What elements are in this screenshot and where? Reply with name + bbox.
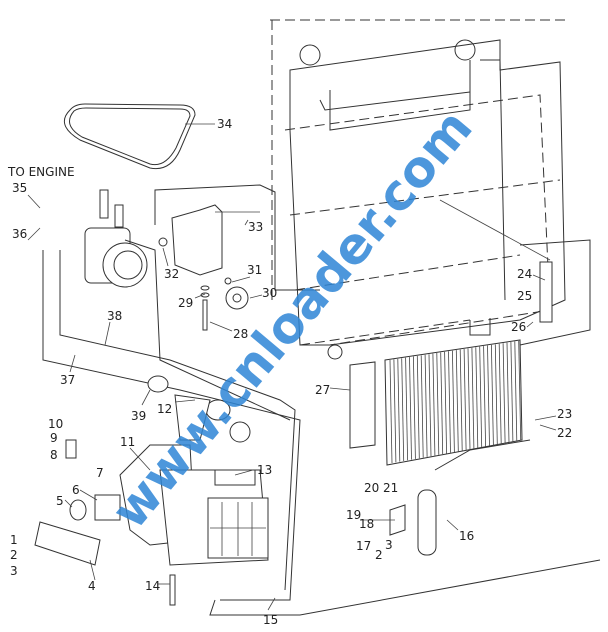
drive-belt [63, 103, 196, 170]
callout-33: 33 [248, 220, 263, 234]
condenser-fin [479, 346, 483, 448]
condenser-fin [452, 350, 455, 453]
condenser-fin [436, 353, 440, 455]
callout-16: 16 [459, 529, 474, 543]
callout-labels: TO ENGINE 34 35 36 33 32 31 30 29 28 38 … [7, 117, 572, 627]
callout-9: 9 [50, 431, 58, 445]
callout-38: 38 [107, 309, 122, 323]
callout-37: 37 [60, 373, 75, 387]
condenser-fin [491, 344, 494, 446]
condenser-fin [424, 354, 428, 457]
condenser-fin [448, 351, 451, 453]
callout-6: 6 [72, 483, 80, 497]
callout-32: 32 [164, 267, 179, 281]
compressor [84, 189, 148, 288]
condenser-fin [397, 358, 401, 462]
condenser-fin [416, 355, 420, 459]
callout-19: 19 [346, 508, 361, 522]
callout-23: 23 [557, 407, 572, 421]
condenser-fin [487, 345, 490, 447]
callout-3: 3 [10, 564, 18, 578]
callout-20: 20 [364, 481, 379, 495]
callout-2-drier: 2 [375, 548, 383, 562]
callout-39: 39 [131, 409, 146, 423]
callout-34: 34 [217, 117, 232, 131]
refrigerant-hoses [42, 184, 601, 616]
callout-5: 5 [56, 494, 64, 508]
callout-12: 12 [157, 402, 172, 416]
callout-18: 18 [359, 517, 374, 531]
tensioner-bracket [158, 204, 260, 331]
condenser-fin [409, 357, 412, 460]
callout-10: 10 [48, 417, 63, 431]
callout-26: 26 [511, 320, 526, 334]
leader-lines [27, 123, 557, 611]
condenser-fin [405, 357, 408, 461]
condenser-fin [444, 351, 447, 454]
condenser-fin [393, 359, 397, 463]
condenser-fin [455, 350, 459, 452]
callout-14: 14 [145, 579, 160, 593]
condenser-fin [518, 340, 522, 441]
radiator-assembly [270, 19, 570, 360]
callout-2: 2 [10, 548, 18, 562]
condenser-fin [498, 343, 502, 444]
condenser-fin [413, 356, 416, 459]
condenser-fin [471, 347, 475, 449]
callout-36: 36 [12, 227, 27, 241]
callout-15: 15 [263, 613, 278, 627]
condenser-fin [428, 354, 432, 457]
callout-24: 24 [517, 267, 532, 281]
condenser-fin [483, 346, 486, 447]
hvac-unit [34, 375, 269, 606]
callout-22: 22 [557, 426, 572, 440]
callout-29: 29 [178, 296, 193, 310]
callout-27: 27 [315, 383, 330, 397]
callout-4: 4 [88, 579, 96, 593]
condenser-fin [459, 349, 463, 451]
receiver-drier [389, 489, 437, 556]
callout-30: 30 [262, 286, 277, 300]
condenser-fin [463, 348, 467, 451]
condenser-fin [432, 353, 436, 456]
callout-1: 1 [10, 533, 18, 547]
callout-21: 21 [383, 481, 398, 495]
callout-28: 28 [233, 327, 248, 341]
callout-8: 8 [50, 448, 58, 462]
condenser-fin [389, 359, 393, 464]
callout-17: 17 [356, 539, 371, 553]
condenser-fin [506, 342, 510, 443]
condenser-fin [420, 355, 424, 458]
callout-35: 35 [12, 181, 27, 195]
callout-7: 7 [96, 466, 104, 480]
condenser [349, 261, 553, 466]
condenser-fin [502, 343, 506, 444]
callout-3-drier: 3 [385, 538, 393, 552]
callout-31: 31 [247, 263, 262, 277]
condenser-fin [514, 341, 518, 442]
condenser-fin [401, 358, 405, 461]
condenser-fin [440, 352, 444, 455]
condenser-fin [494, 344, 498, 445]
callout-13: 13 [257, 463, 272, 477]
condenser-fin [510, 342, 514, 442]
condenser-fin [475, 347, 479, 449]
callout-11: 11 [120, 435, 135, 449]
condenser-fin [467, 348, 471, 450]
to-engine-note: TO ENGINE [7, 165, 75, 179]
callout-25: 25 [517, 289, 532, 303]
